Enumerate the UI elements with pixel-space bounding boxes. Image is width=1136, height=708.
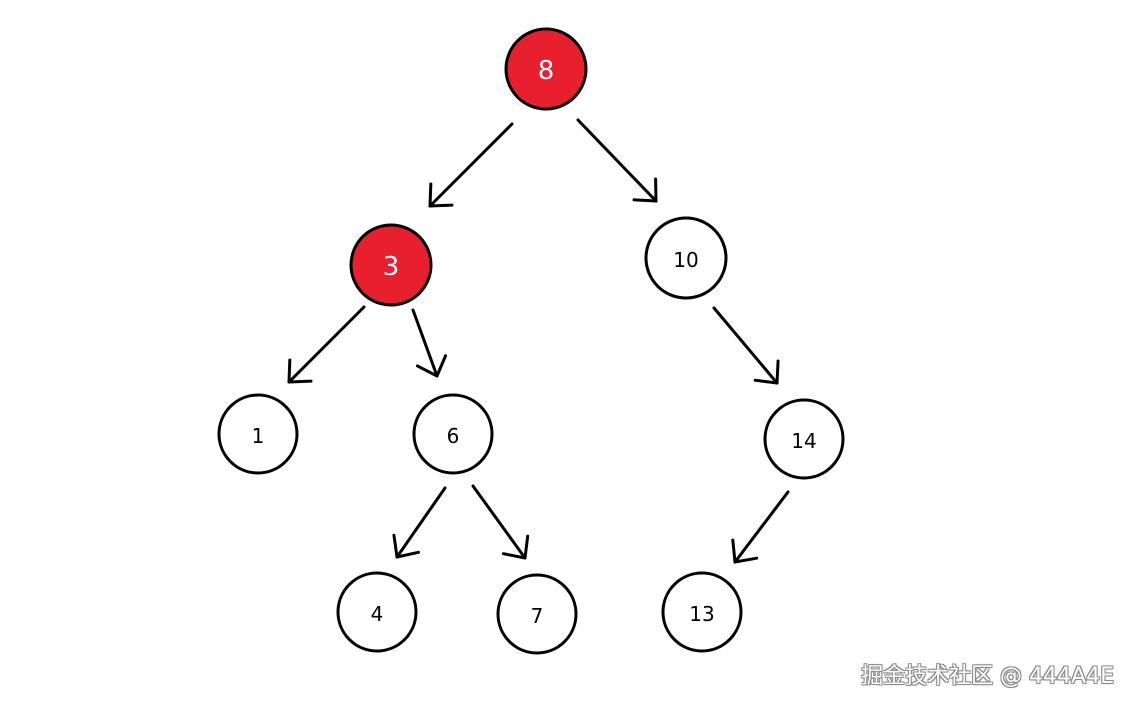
node-circle [336, 571, 418, 653]
edge-line [411, 308, 439, 378]
node-circle [349, 223, 433, 307]
arrow-head-icon [731, 538, 759, 564]
tree-node-10: 10 [644, 216, 728, 300]
node-label: 13 [689, 602, 714, 626]
node-label: 3 [383, 252, 400, 282]
edge-n6-n7 [471, 484, 530, 560]
edge-n8-n10 [576, 118, 658, 203]
edge-line [576, 118, 658, 203]
node-circle [217, 393, 299, 475]
nodes-layer: 8 3 10 1 6 14 4 7 13 [217, 27, 845, 655]
edge-line [712, 306, 779, 385]
tree-node-13: 13 [661, 571, 743, 653]
edge-n10-n14 [712, 306, 780, 385]
edge-line [471, 484, 527, 560]
node-label: 4 [371, 602, 384, 626]
tree-node-14: 14 [763, 398, 845, 480]
edge-line [733, 490, 790, 564]
tree-node-1: 1 [217, 393, 299, 475]
tree-node-7: 7 [496, 573, 578, 655]
watermark-text: 掘金技术社区 @ 444A4E [861, 664, 1114, 689]
node-circle [661, 571, 743, 653]
arrow-head-icon [415, 354, 448, 378]
edge-line [428, 122, 514, 208]
node-circle [763, 398, 845, 480]
edge-n6-n4 [392, 486, 447, 559]
node-label: 6 [447, 424, 460, 448]
edge-n8-n3 [428, 122, 514, 208]
node-label: 8 [538, 56, 555, 86]
node-circle [412, 393, 494, 475]
node-label: 10 [673, 248, 698, 272]
node-circle [504, 27, 588, 111]
node-label: 14 [791, 429, 816, 453]
arrow-head-icon [428, 182, 454, 208]
tree-node-8: 8 [504, 27, 588, 111]
node-label: 1 [252, 424, 265, 448]
edge-n3-n1 [287, 305, 366, 384]
arrow-head-icon [392, 533, 420, 559]
node-label: 7 [531, 604, 544, 628]
tree-node-3: 3 [349, 223, 433, 307]
arrow-head-icon [753, 359, 780, 385]
tree-node-6: 6 [412, 393, 494, 475]
edge-line [395, 486, 447, 559]
arrow-head-icon [287, 358, 313, 384]
tree-node-4: 4 [336, 571, 418, 653]
edges-layer [287, 118, 790, 564]
arrow-head-icon [501, 534, 530, 560]
node-circle [496, 573, 578, 655]
edge-n3-n6 [411, 308, 448, 378]
node-circle [644, 216, 728, 300]
edge-line [287, 305, 366, 384]
edge-n14-n13 [731, 490, 790, 564]
arrow-head-icon [632, 177, 658, 203]
